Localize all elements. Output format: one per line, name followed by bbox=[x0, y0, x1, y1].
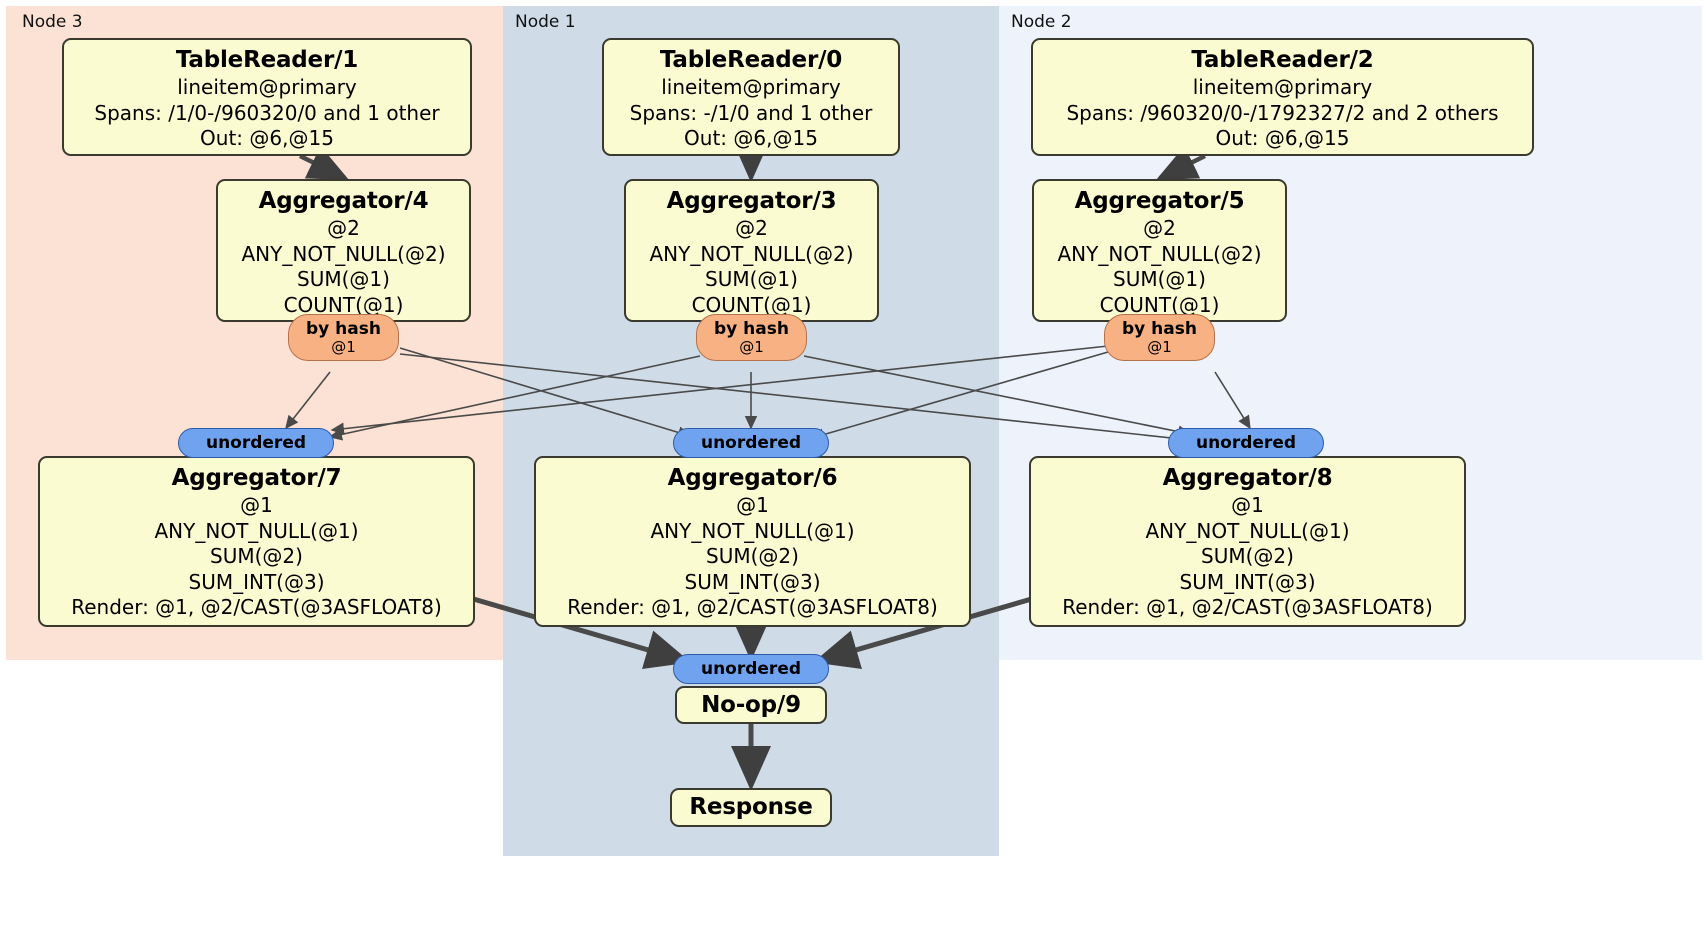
router-badge-label: unordered bbox=[700, 432, 802, 453]
processor-title: Aggregator/8 bbox=[1162, 465, 1333, 491]
processor-line: ANY_NOT_NULL(@2) bbox=[241, 241, 446, 266]
processor-line: Render: @1, @2/CAST(@3ASFLOAT8) bbox=[71, 595, 442, 619]
processor-line: SUM(@1) bbox=[705, 267, 798, 291]
processor-line: lineitem@primary bbox=[661, 75, 841, 99]
processor-line: @2 bbox=[735, 216, 768, 240]
processor-line: ANY_NOT_NULL(@1) bbox=[1145, 518, 1350, 543]
edge-aggregator8-to-unordfinal bbox=[813, 595, 1036, 670]
router-badge-label: by hash bbox=[306, 318, 381, 339]
processor-title: TableReader/2 bbox=[1191, 47, 1374, 73]
processor-line: SUM_INT(@3) bbox=[684, 569, 821, 594]
node-panel-label-node1: Node 1 bbox=[515, 12, 576, 32]
processor-line: SUM(@2) bbox=[210, 544, 303, 568]
processor-aggregator5[interactable]: Aggregator/5 @2 ANY_NOT_NULL(@2) SUM(@1)… bbox=[1032, 179, 1287, 322]
edge-hashright-to-unordmid bbox=[810, 351, 1109, 441]
processor-title: Aggregator/5 bbox=[1074, 188, 1245, 214]
processor-line: lineitem@primary bbox=[1192, 75, 1373, 99]
processor-line: SUM(@2) bbox=[706, 544, 799, 568]
router-badge-label: unordered bbox=[205, 432, 307, 453]
edge-tablereader2-to-aggregator2 bbox=[1155, 146, 1206, 181]
processor-line: Out: @6,@15 bbox=[684, 126, 818, 150]
router-badge-sublabel: @1 bbox=[739, 337, 764, 356]
processor-line: SUM(@2) bbox=[1201, 544, 1294, 568]
processor-line: Out: @6,@15 bbox=[1215, 126, 1350, 150]
router-badge-by-hash-left[interactable]: by hash @1 bbox=[288, 314, 399, 361]
processor-line: lineitem@primary bbox=[177, 75, 357, 99]
processor-line: COUNT(@1) bbox=[283, 292, 404, 317]
router-badge-label: unordered bbox=[700, 658, 802, 679]
processor-line: @1 bbox=[736, 493, 769, 517]
processor-line: COUNT(@1) bbox=[1099, 292, 1220, 317]
edge-hashright-to-unordleft bbox=[330, 345, 1109, 435]
edge-tablereader1-to-aggregator4 bbox=[299, 146, 350, 181]
processor-title: Aggregator/4 bbox=[258, 188, 429, 214]
router-badge-sublabel: @1 bbox=[331, 337, 356, 356]
processor-line: Spans: -/1/0 and 1 other bbox=[629, 100, 873, 125]
processor-line: Spans: /1/0-/960320/0 and 1 other bbox=[94, 100, 440, 125]
processor-line: @2 bbox=[327, 216, 360, 240]
processor-line: Render: @1, @2/CAST(@3ASFLOAT8) bbox=[567, 595, 938, 619]
processor-line: SUM(@1) bbox=[1113, 267, 1206, 291]
processor-line: @2 bbox=[1143, 216, 1176, 240]
processor-line: Render: @1, @2/CAST(@3ASFLOAT8) bbox=[1062, 595, 1433, 619]
router-badge-unordered-left[interactable]: unordered bbox=[178, 428, 334, 458]
edge-hashleft-to-unordmid bbox=[399, 347, 692, 439]
processor-line: Out: @6,@15 bbox=[200, 126, 334, 150]
router-badge-by-hash-mid[interactable]: by hash @1 bbox=[696, 314, 807, 361]
processor-line: @1 bbox=[240, 493, 273, 517]
processor-aggregator4[interactable]: Aggregator/4 @2 ANY_NOT_NULL(@2) SUM(@1)… bbox=[216, 179, 471, 322]
processor-title: Aggregator/3 bbox=[666, 188, 837, 214]
processor-title: TableReader/0 bbox=[659, 47, 843, 73]
router-badge-sublabel: @1 bbox=[1147, 337, 1172, 356]
processor-title: No-op/9 bbox=[701, 692, 801, 718]
router-badge-label: unordered bbox=[1195, 432, 1297, 453]
processor-line: @1 bbox=[1231, 493, 1264, 517]
processor-tablereader0[interactable]: TableReader/0 lineitem@primary Spans: -/… bbox=[602, 38, 900, 156]
processor-line: COUNT(@1) bbox=[691, 292, 812, 317]
processor-line: SUM_INT(@3) bbox=[188, 569, 325, 594]
processor-line: ANY_NOT_NULL(@1) bbox=[154, 518, 359, 543]
processor-line: Spans: /960320/0-/1792327/2 and 2 others bbox=[1066, 100, 1499, 125]
edge-hashleft-to-unordleft bbox=[285, 371, 331, 430]
processor-tablereader2[interactable]: TableReader/2 lineitem@primary Spans: /9… bbox=[1031, 38, 1534, 156]
processor-aggregator8[interactable]: Aggregator/8 @1 ANY_NOT_NULL(@1) SUM(@2)… bbox=[1029, 456, 1466, 627]
router-badge-unordered-mid[interactable]: unordered bbox=[673, 428, 829, 458]
router-badge-label: by hash bbox=[1122, 318, 1197, 339]
processor-title: Response bbox=[689, 794, 813, 820]
edge-hashleft-to-unordright bbox=[399, 353, 1192, 445]
edge-hashmid-to-unordright bbox=[803, 355, 1192, 438]
processor-line: ANY_NOT_NULL(@2) bbox=[1057, 241, 1262, 266]
processor-line: ANY_NOT_NULL(@2) bbox=[649, 241, 854, 266]
node-panel-label-node2: Node 2 bbox=[1011, 12, 1072, 32]
processor-title: Aggregator/6 bbox=[667, 465, 838, 491]
router-badge-unordered-right[interactable]: unordered bbox=[1168, 428, 1324, 458]
processor-noop9[interactable]: No-op/9 bbox=[675, 686, 827, 724]
edge-hashright-to-unordright bbox=[1214, 371, 1251, 430]
router-badge-by-hash-right[interactable]: by hash @1 bbox=[1104, 314, 1215, 361]
processor-aggregator7[interactable]: Aggregator/7 @1 ANY_NOT_NULL(@1) SUM(@2)… bbox=[38, 456, 475, 627]
processor-title: Aggregator/7 bbox=[171, 465, 342, 491]
processor-response[interactable]: Response bbox=[670, 788, 832, 827]
node-panel-label-node3: Node 3 bbox=[22, 12, 83, 32]
processor-line: ANY_NOT_NULL(@1) bbox=[650, 518, 855, 543]
processor-aggregator6[interactable]: Aggregator/6 @1 ANY_NOT_NULL(@1) SUM(@2)… bbox=[534, 456, 971, 627]
processor-line: SUM(@1) bbox=[297, 267, 390, 291]
processor-tablereader1[interactable]: TableReader/1 lineitem@primary Spans: /1… bbox=[62, 38, 472, 156]
processor-line: SUM_INT(@3) bbox=[1179, 569, 1316, 594]
router-badge-unordered-final[interactable]: unordered bbox=[673, 654, 829, 684]
router-badge-label: by hash bbox=[714, 318, 789, 339]
edge-aggregator7-to-unordfinal bbox=[469, 595, 691, 669]
processor-aggregator3[interactable]: Aggregator/3 @2 ANY_NOT_NULL(@2) SUM(@1)… bbox=[624, 179, 879, 322]
processor-title: TableReader/1 bbox=[175, 47, 359, 73]
